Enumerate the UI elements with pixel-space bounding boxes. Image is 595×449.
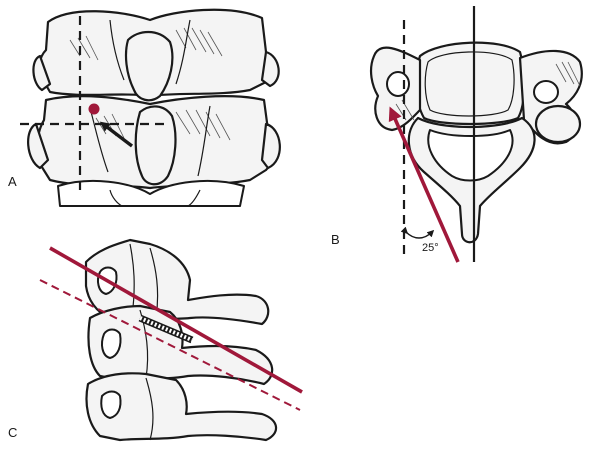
angle-arc	[400, 226, 435, 239]
panel-label-a: A	[8, 174, 17, 189]
panel-label-c: C	[8, 425, 18, 440]
panel-c-drawing	[39, 238, 303, 442]
trajectory-arrow	[388, 106, 460, 263]
angle-label: 25°	[422, 242, 439, 254]
panel-a-drawing	[20, 8, 281, 207]
panel-b-drawing	[369, 6, 583, 263]
panel-label-b: B	[331, 232, 340, 247]
entry-point-dot	[88, 103, 100, 115]
direction-arrow	[99, 121, 134, 148]
lateral-mass-screw	[138, 314, 194, 344]
